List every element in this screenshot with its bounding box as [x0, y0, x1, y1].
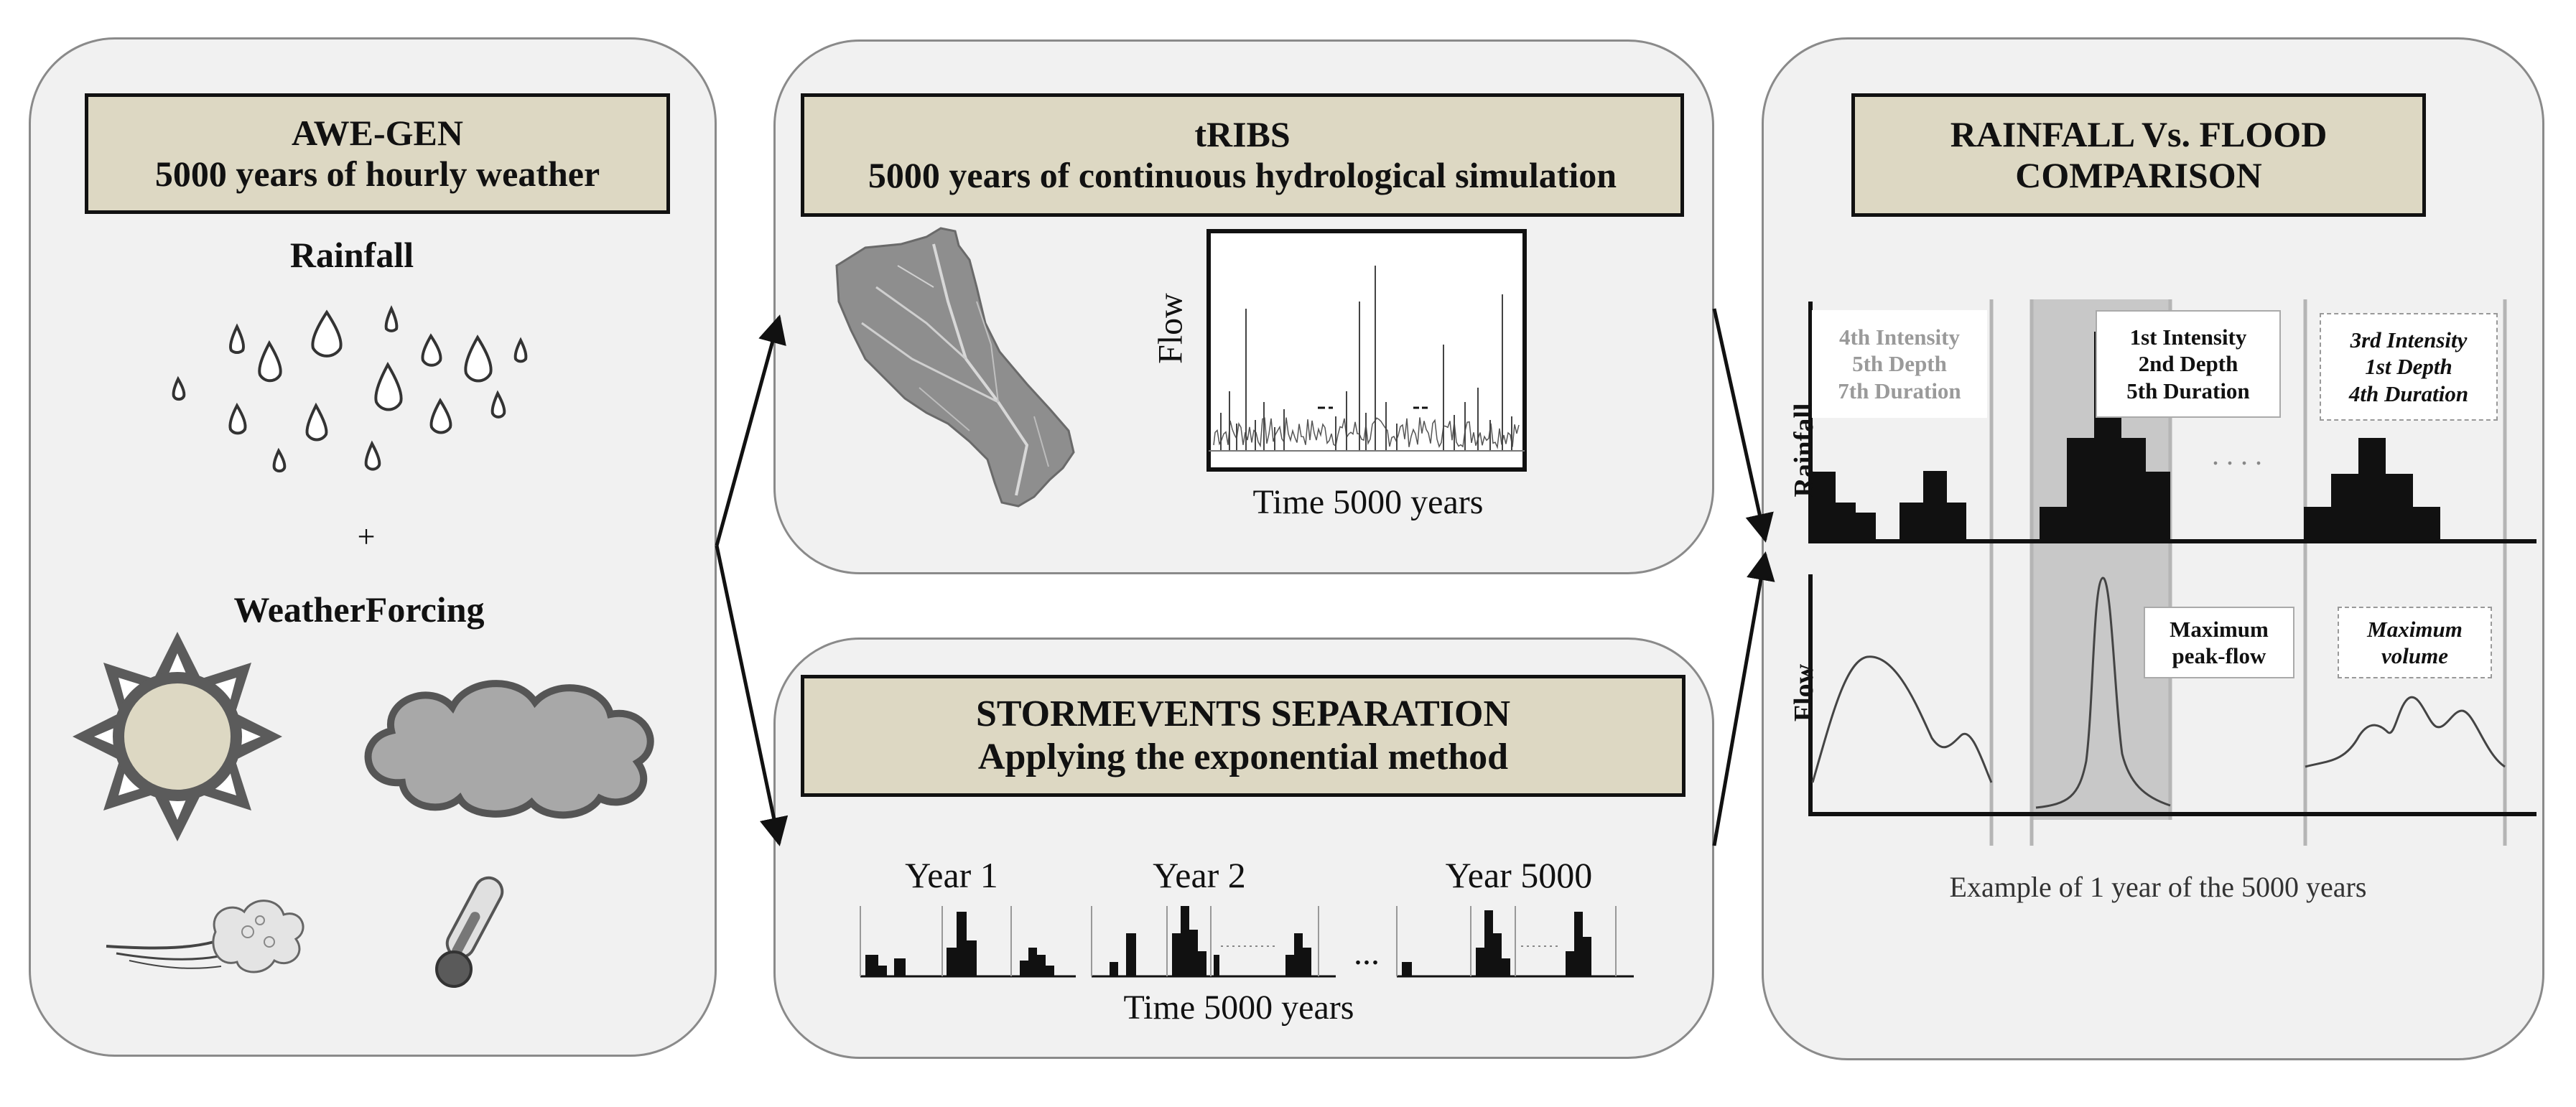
- tribs-title: tRIBS: [1194, 113, 1291, 154]
- event3-depth: 1st Depth: [2365, 354, 2452, 380]
- event3-duration: 4th Duration: [2348, 380, 2469, 406]
- storm-title-box: STORMEVENTS SEPARATION Applying the expo…: [801, 675, 1685, 797]
- wind-icon: [106, 900, 304, 973]
- event1-duration: 7th Duration: [1838, 378, 1961, 403]
- flow-arrows: [715, 308, 1775, 846]
- watershed-icon: [835, 227, 1075, 508]
- year-label-2: Year 2: [1153, 855, 1246, 895]
- event2-ranking: 1st Intensity 2nd Depth 5th Duration: [2096, 310, 2281, 418]
- max-peak-flow-callout: Maximum peak-flow: [2144, 607, 2294, 678]
- rainfall-label: Rainfall: [289, 235, 414, 275]
- comparison-title-box: RAINFALL Vs. FLOOD COMPARISON: [1851, 93, 2426, 217]
- flow-axis: [1808, 574, 2537, 816]
- event2-intensity: 1st Intensity: [2129, 324, 2247, 350]
- cloud-icon: [364, 680, 654, 819]
- storm-thumbnails: [860, 906, 1634, 978]
- raindrops-icon: [172, 305, 528, 473]
- awegen-subtitle: 5000 years of hourly weather: [154, 154, 600, 194]
- event1-intensity: 4th Intensity: [1839, 324, 1960, 350]
- thumbnail-year-2: [1091, 906, 1336, 978]
- event3-intensity: 3rd Intensity: [2350, 327, 2468, 353]
- storm-time-label: Time 5000 years: [1123, 989, 1354, 1027]
- comparison-caption: Example of 1 year of the 5000 years: [1949, 871, 2367, 903]
- event2-depth: 2nd Depth: [2138, 351, 2238, 377]
- event2-duration: 5th Duration: [2126, 378, 2250, 403]
- year-label-1: Year 1: [905, 855, 998, 895]
- tribs-time-label: Time 5000 years: [1252, 483, 1484, 521]
- hydrograph-box: [1206, 229, 1527, 472]
- flow-axis-label: Flow: [1789, 663, 1819, 722]
- events-dots: . . . .: [2212, 439, 2262, 471]
- weather-forcing-label: WeatherForcing: [233, 589, 485, 630]
- tribs-subtitle: 5000 years of continuous hydrological si…: [868, 155, 1617, 195]
- storm-subtitle: Applying the exponential method: [977, 737, 1509, 777]
- comparison-chart: [1808, 299, 2537, 846]
- years-ellipsis: ...: [1354, 934, 1380, 972]
- event3-ranking: 3rd Intensity 1st Depth 4th Duration: [2320, 313, 2498, 421]
- thermometer-icon: [435, 876, 504, 988]
- plus-sign: +: [357, 519, 376, 554]
- max-volume-line1: Maximum: [2367, 616, 2463, 642]
- event1-depth: 5th Depth: [1852, 351, 1947, 377]
- tribs-title-box: tRIBS 5000 years of continuous hydrologi…: [801, 93, 1684, 217]
- awegen-title: AWE-GEN: [292, 112, 463, 153]
- hydrograph-peaks: [1220, 266, 1512, 451]
- thumbnail-year-1: [860, 906, 1076, 978]
- max-volume-callout: Maximum volume: [2338, 607, 2492, 678]
- flow-curves: [1811, 576, 2506, 809]
- comparison-title-line2: COMPARISON: [2015, 155, 2262, 195]
- sun-icon: [73, 632, 282, 841]
- year-label-5000: Year 5000: [1445, 855, 1593, 895]
- thumbnail-year-5000: [1396, 906, 1634, 978]
- max-volume-line2: volume: [2381, 643, 2448, 668]
- comparison-title-line1: RAINFALL Vs. FLOOD: [1950, 113, 2328, 154]
- max-peak-flow-line1: Maximum: [2170, 616, 2269, 642]
- storm-title: STORMEVENTS SEPARATION: [975, 693, 1511, 735]
- awegen-title-box: AWE-GEN 5000 years of hourly weather: [85, 93, 670, 214]
- event1-ranking: 4th Intensity 5th Depth 7th Duration: [1812, 310, 1987, 418]
- hydrograph-flow-label: Flow: [1151, 293, 1190, 364]
- max-peak-flow-line2: peak-flow: [2172, 643, 2266, 668]
